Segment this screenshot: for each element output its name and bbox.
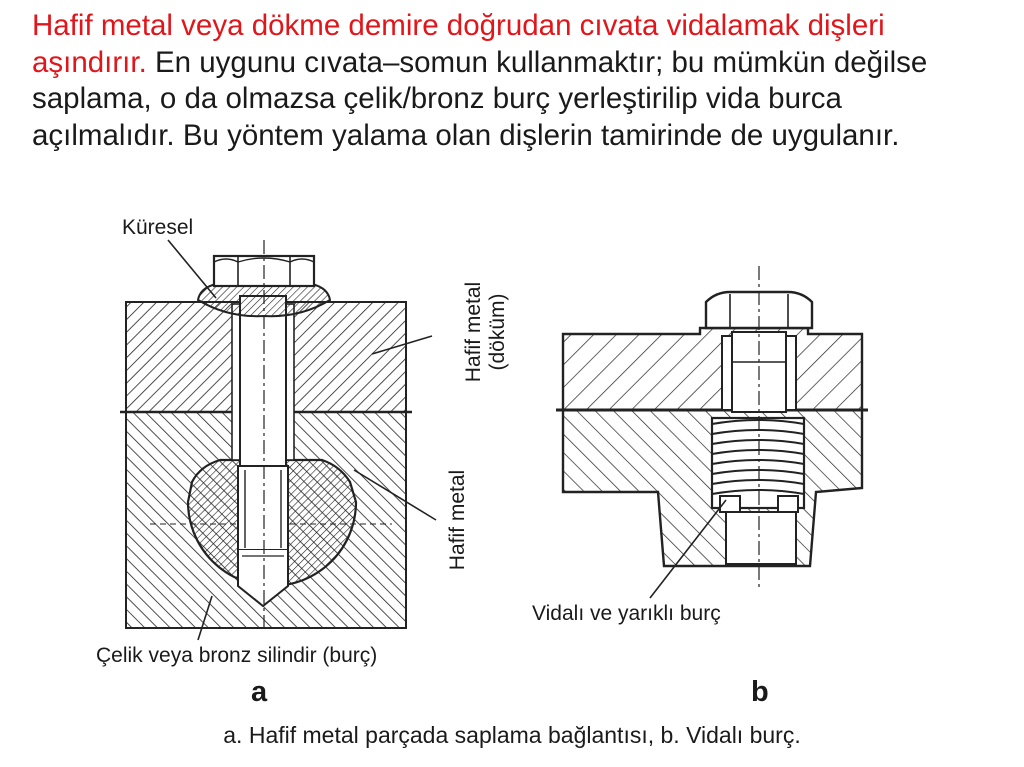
label-light-metal: Hafif metal bbox=[446, 469, 469, 571]
label-threaded-slotted-insert: Vidalı ve yarıklı burç bbox=[532, 602, 721, 625]
figure-b-drawing bbox=[556, 266, 868, 599]
figure-a-drawing bbox=[120, 239, 437, 641]
figure-caption: a. Hafif metal parçada saplama bağlantıs… bbox=[223, 722, 801, 748]
label-cylinder-bushing: Çelik veya bronz silindir (burç) bbox=[96, 644, 378, 667]
figure-b-letter: b bbox=[751, 676, 769, 708]
intro-paragraph: Hafif metal veya dökme demire doğrudan c… bbox=[32, 8, 992, 154]
figure-a-letter: a bbox=[251, 676, 268, 708]
intro-highlight: Hafif metal veya dökme demire doğrudan c… bbox=[32, 9, 885, 79]
label-spherical: Küresel bbox=[122, 216, 194, 239]
intro-body: En uygunu cıvata–somun kullanmaktır; bu … bbox=[32, 45, 928, 152]
label-cast-light-metal: Hafif metal (döküm) bbox=[462, 281, 509, 383]
insert-threads bbox=[711, 419, 805, 495]
